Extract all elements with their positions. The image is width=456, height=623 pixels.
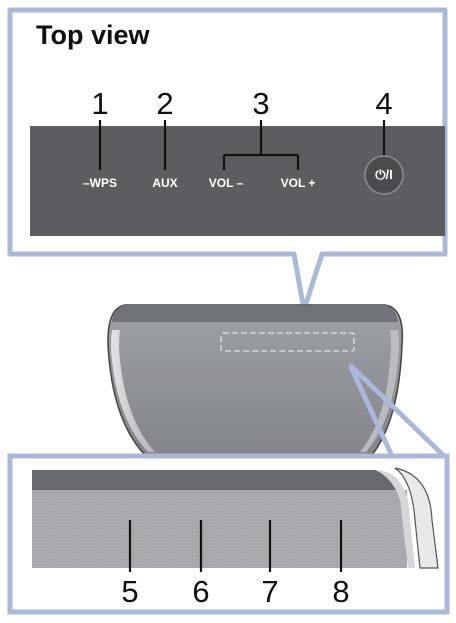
callout-number-1: 1 <box>91 86 108 122</box>
front-panel-top-strip <box>32 470 398 490</box>
power-icon: ⏻/I <box>375 167 393 183</box>
callout-number-7: 7 <box>261 574 278 610</box>
aux-button-label: AUX <box>152 176 177 190</box>
wps-button-label: –WPS <box>83 176 117 190</box>
vol-up-button-label: VOL + <box>281 176 316 190</box>
top-view-title: Top view <box>36 20 150 51</box>
callout-number-3: 3 <box>252 86 269 122</box>
callout-number-8: 8 <box>332 574 349 610</box>
callout-number-4: 4 <box>375 86 392 122</box>
front-panel <box>32 490 407 568</box>
vol-down-button-label: VOL – <box>209 176 243 190</box>
callout-number-5: 5 <box>121 574 138 610</box>
front-view-callout <box>10 456 447 612</box>
callout-number-2: 2 <box>156 86 173 122</box>
callout-number-6: 6 <box>192 574 209 610</box>
